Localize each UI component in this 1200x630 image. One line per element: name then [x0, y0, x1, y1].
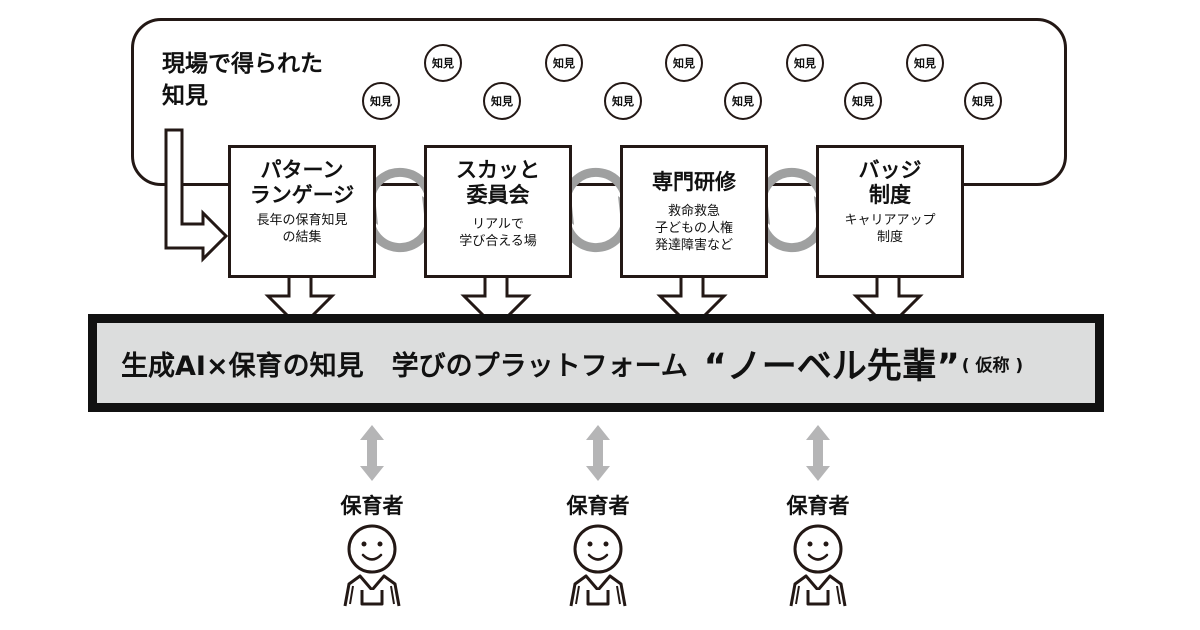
- cycle-arrow-1: [365, 167, 435, 253]
- card-desc-line: キャリアアップ: [844, 213, 936, 228]
- knowledge-bubble: 知見: [665, 44, 703, 82]
- person-icon-1: [343, 524, 401, 607]
- knowledge-bubble: 知見: [362, 82, 400, 120]
- frame-title-line1: 現場で得られた: [162, 51, 323, 77]
- platform-brand: “ノーベル先輩”: [703, 346, 960, 387]
- card-title-line: バッジ: [858, 158, 922, 182]
- card-title: スカッと 委員会: [427, 158, 569, 208]
- knowledge-bubble: 知見: [964, 82, 1002, 120]
- user-label: 保育者: [786, 494, 850, 518]
- platform-tentative: ( 仮称 ): [961, 355, 1024, 376]
- platform-prefix: 生成AI×保育の知見: [121, 350, 364, 382]
- card-desc-line: 制度: [876, 230, 903, 245]
- entry-arrow: [164, 128, 229, 263]
- card-title-line: 委員会: [466, 183, 530, 207]
- user-label: 保育者: [340, 494, 404, 518]
- card-desc-line: 子どもの人権: [654, 221, 733, 236]
- platform-banner: 生成AI×保育の知見 学びのプラットフォーム “ノーベル先輩” ( 仮称 ): [88, 314, 1104, 412]
- card-desc: リアルで 学び合える場: [427, 216, 569, 250]
- card-desc-line: 救命救急: [667, 204, 720, 219]
- card-title-line: 専門研修: [652, 170, 736, 194]
- platform-middle: 学びのプラットフォーム: [391, 350, 688, 382]
- cycle-arrow-2: [561, 167, 631, 253]
- knowledge-bubble: 知見: [844, 82, 882, 120]
- card-pattern-language: パターン ランゲージ 長年の保育知見 の結集: [228, 145, 376, 278]
- cycle-arrow-3: [757, 167, 827, 253]
- updown-arrow-2: [586, 425, 610, 481]
- card-badge-system: バッジ 制度 キャリアアップ 制度: [816, 145, 964, 278]
- card-desc-line: 学び合える場: [459, 234, 537, 249]
- knowledge-bubble: 知見: [724, 82, 762, 120]
- knowledge-bubble: 知見: [906, 44, 944, 82]
- frame-title: 現場で得られた 知見: [162, 48, 323, 112]
- card-sukatto-committee: スカッと 委員会 リアルで 学び合える場: [424, 145, 572, 278]
- card-title-line: パターン: [260, 158, 344, 182]
- card-desc-line: 発達障害など: [654, 238, 733, 253]
- card-desc: 長年の保育知見 の結集: [231, 212, 373, 246]
- card-title-line: 制度: [869, 183, 911, 207]
- knowledge-bubble: 知見: [545, 44, 583, 82]
- card-title: パターン ランゲージ: [231, 158, 373, 208]
- knowledge-bubble: 知見: [424, 44, 462, 82]
- card-desc-line: リアルで: [472, 217, 524, 232]
- knowledge-bubble: 知見: [604, 82, 642, 120]
- frame-title-line2: 知見: [162, 83, 208, 109]
- card-specialized-training: 専門研修 救命救急 子どもの人権 発達障害など: [620, 145, 768, 278]
- card-desc-line: 長年の保育知見: [256, 213, 348, 228]
- card-desc: キャリアアップ 制度: [819, 212, 961, 246]
- person-icon-2: [569, 524, 627, 607]
- knowledge-bubble: 知見: [483, 82, 521, 120]
- knowledge-bubble: 知見: [786, 44, 824, 82]
- card-title-line: スカッと: [456, 158, 540, 182]
- updown-arrow-1: [360, 425, 384, 481]
- card-desc-line: の結集: [282, 230, 322, 245]
- card-title: バッジ 制度: [819, 158, 961, 208]
- updown-arrow-3: [806, 425, 830, 481]
- card-title: 専門研修: [623, 170, 765, 195]
- card-title-line: ランゲージ: [249, 183, 355, 207]
- card-desc: 救命救急 子どもの人権 発達障害など: [623, 203, 765, 254]
- person-icon-3: [789, 524, 847, 607]
- user-label: 保育者: [566, 494, 630, 518]
